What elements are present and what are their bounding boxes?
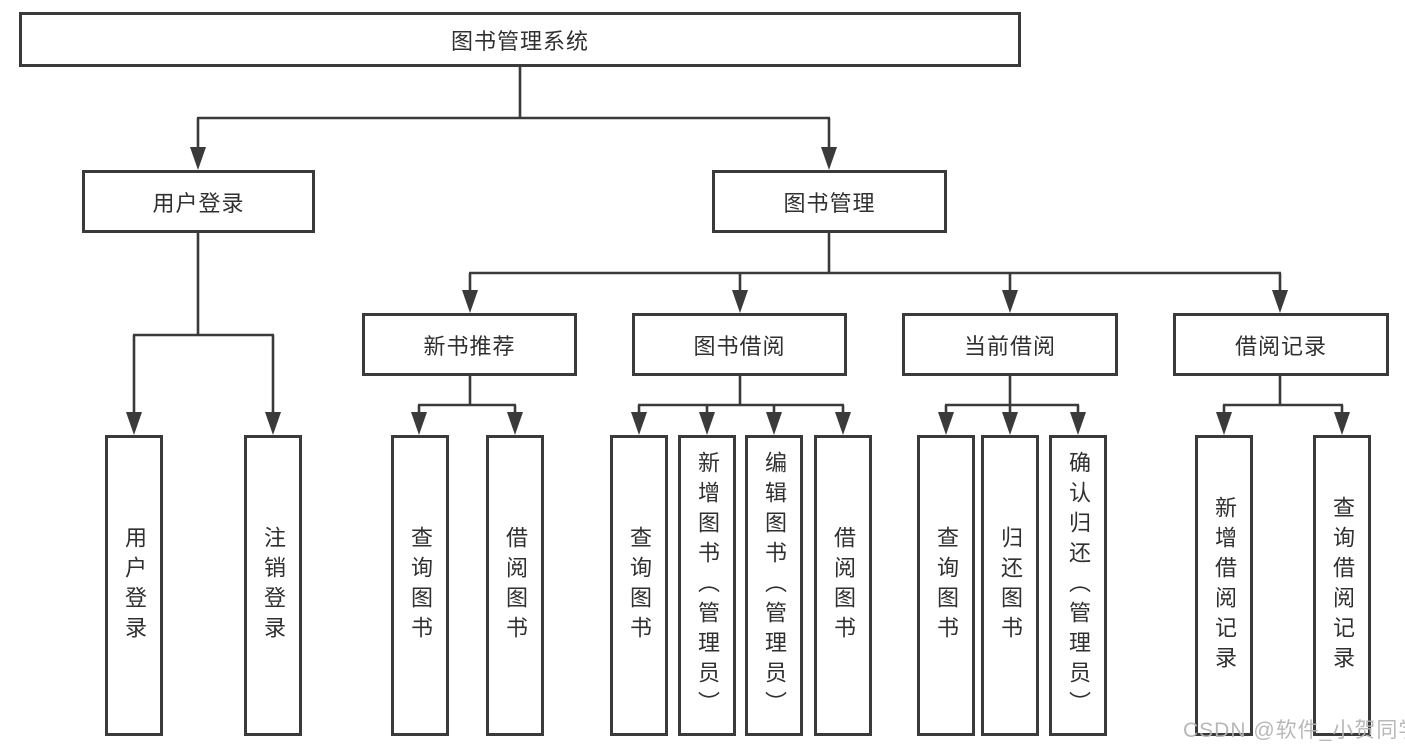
node-root: 图书管理系统 — [19, 12, 1021, 67]
connector-new-book-recommend-to-leaves — [411, 376, 523, 435]
leaf-logout: 注销登录 — [244, 435, 302, 736]
node-label: 图书管理系统 — [450, 28, 589, 54]
connector-user-login-to-leaves — [126, 233, 281, 435]
node-label: 注销登录 — [261, 525, 286, 646]
node-label: 新书推荐 — [423, 333, 516, 359]
node-label: 借阅记录 — [1234, 333, 1327, 359]
leaf-bb-borrow-books: 借阅图书 — [814, 435, 872, 736]
node-label: 用户登录 — [122, 525, 147, 646]
node-label: 图书借阅 — [693, 333, 786, 359]
node-user-login: 用户登录 — [82, 170, 315, 233]
connector-book-borrow-to-leaves — [631, 376, 851, 435]
connector-root-to-level1 — [190, 67, 837, 170]
node-book-management: 图书管理 — [712, 170, 947, 233]
leaf-nbr-query-books: 查询图书 — [391, 435, 449, 736]
node-label: 当前借阅 — [963, 333, 1056, 359]
connector-book-management-to-level2 — [462, 233, 1288, 313]
leaf-user-login: 用户登录 — [105, 435, 163, 736]
node-label: 图书管理 — [783, 190, 876, 216]
connector-current-borrow-to-leaves — [938, 376, 1086, 435]
node-label: 查询图书 — [627, 525, 652, 646]
leaf-cb-return-books: 归还图书 — [981, 435, 1039, 736]
node-label: 借阅图书 — [831, 525, 856, 646]
node-borrow-records: 借阅记录 — [1173, 313, 1389, 376]
leaf-bb-edit-books-admin: 编辑图书（管理员） — [745, 435, 803, 736]
node-label: 新增图书（管理员） — [695, 450, 720, 721]
node-book-borrow: 图书借阅 — [632, 313, 847, 376]
leaf-br-add-record: 新增借阅记录 — [1195, 435, 1253, 736]
node-new-book-recommend: 新书推荐 — [362, 313, 577, 376]
leaf-bb-query-books: 查询图书 — [610, 435, 668, 736]
leaf-bb-add-books-admin: 新增图书（管理员） — [678, 435, 736, 736]
node-label: 归还图书 — [998, 525, 1023, 646]
connector-borrow-records-to-leaves — [1216, 376, 1350, 435]
leaf-br-query-record: 查询借阅记录 — [1313, 435, 1371, 736]
node-label: 确认归还（管理员） — [1066, 450, 1091, 721]
node-label: 查询图书 — [408, 525, 433, 646]
node-label: 查询图书 — [934, 525, 959, 646]
leaf-cb-query-books: 查询图书 — [917, 435, 975, 736]
leaf-nbr-borrow-books: 借阅图书 — [486, 435, 544, 736]
leaf-cb-confirm-return-admin: 确认归还（管理员） — [1049, 435, 1107, 736]
node-label: 查询借阅记录 — [1330, 495, 1355, 676]
node-label: 编辑图书（管理员） — [762, 450, 787, 721]
csdn-watermark: CSDN @软件_小贺同学 — [1183, 719, 1405, 742]
node-label: 借阅图书 — [503, 525, 528, 646]
node-label: 用户登录 — [152, 190, 245, 216]
node-current-borrow: 当前借阅 — [902, 313, 1118, 376]
node-label: 新增借阅记录 — [1212, 495, 1237, 676]
